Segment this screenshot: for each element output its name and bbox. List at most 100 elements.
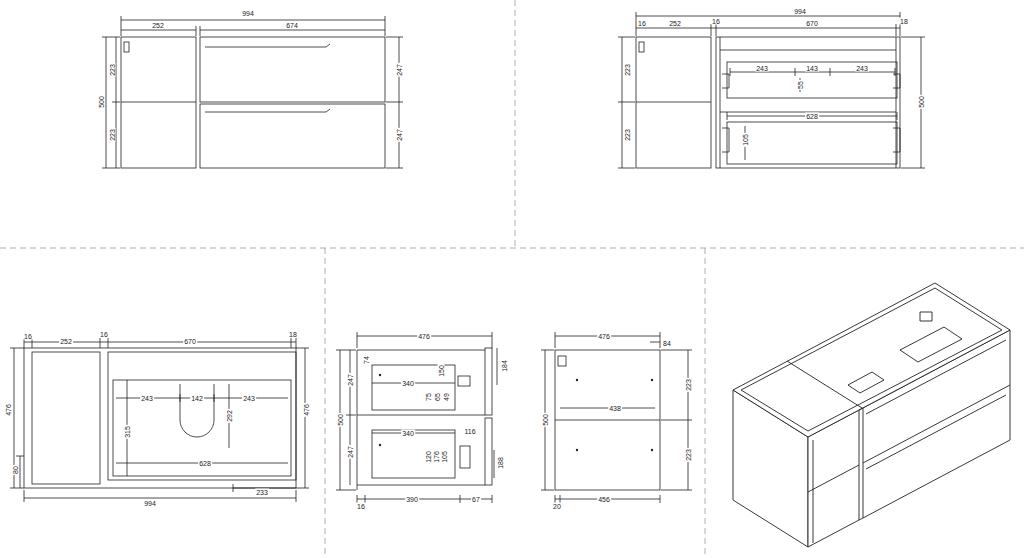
shelf-unit [121,37,196,168]
dimension-value: 628 [198,460,212,467]
hole [379,374,381,376]
hole [651,449,653,451]
basin-cutout [900,327,962,362]
carcass [108,352,296,480]
separator-line [705,248,706,558]
dimension-value: 184 [501,359,508,373]
dimension-value: 74 [363,355,370,365]
dimension-value: 223 [109,128,116,142]
dimension-line [116,380,288,476]
dimension-value: 628 [805,113,819,120]
dimension-value: 16 [637,20,647,27]
dimension-value: 674 [285,22,299,29]
dimension-value: 476 [303,403,310,417]
dimension-line [727,112,897,160]
dimension-value: 16 [711,18,721,25]
handle-groove [205,44,330,112]
dimension-value: 223 [685,378,692,392]
basin-cutout [848,372,884,393]
dimension-value: 143 [805,65,819,72]
dimension-value: 233 [255,489,269,496]
dimension-value: 18 [899,18,909,25]
dimension-value: 243 [755,65,769,72]
dimension-value: 20 [552,503,562,510]
dimension-value: 55 [797,80,804,90]
separator-line [515,0,516,248]
dimension-value: 223 [624,128,631,142]
fitting [460,446,470,468]
dimension-value: 116 [463,428,476,435]
shelf-line [555,420,660,421]
shelf-unit [32,352,100,484]
dimension-value: 670 [183,338,197,345]
carcass-panel [720,37,896,168]
dimension-line [357,495,492,503]
drawer-front [485,348,492,415]
dimension-value: 994 [793,8,807,15]
carcass [716,37,900,168]
handle [124,42,129,52]
dimension-value: 500 [98,95,105,109]
dimension-value: 252 [59,338,73,345]
drawer-box [372,430,455,478]
dimension-line [24,484,296,502]
dimension-value: 223 [624,63,631,77]
dimension-value: 105 [441,450,448,464]
dimension-line [541,350,692,490]
hole [576,449,578,451]
dimension-value: 247 [396,63,403,77]
dimension-value: 456 [597,496,611,503]
dimension-value: 120 [425,450,432,464]
drawer-front [485,418,492,485]
dimension-value: 340 [401,430,415,437]
dimension-value: 223 [109,63,116,77]
dimension-value: 67 [471,496,481,503]
hole [576,379,578,381]
dimension-value: 390 [405,496,419,503]
dimension-line [555,408,660,503]
back-panel [555,350,660,490]
dimension-value: 18 [288,331,298,338]
dimension-value: 16 [356,503,366,510]
separator-line [0,248,1024,249]
side-section [336,332,497,503]
shelf-line [121,102,196,103]
dimension-line [372,348,497,478]
separator-line [325,248,326,558]
panel-edge [787,340,1010,543]
dimension-value: 80 [12,465,19,475]
shelf-unit [636,37,711,168]
screw-holes [379,374,653,451]
dimension-value: 247 [396,128,403,142]
dimension-value: 670 [805,20,819,27]
drawer-box [372,365,455,410]
dimension-value: 315 [124,425,131,439]
dimension-value: 75 [425,392,432,402]
dimension-value: 252 [668,20,682,27]
wall-bracket [920,312,932,321]
dimension-value: 476 [417,333,431,340]
dimension-value: 994 [143,500,157,507]
dimension-value: 247 [347,445,354,459]
open-front-view [618,12,925,168]
dimension-value: 243 [140,395,154,402]
dimension-value: 176 [433,450,440,464]
dimension-value: 994 [241,10,255,17]
shelf-line [636,102,711,103]
dimension-value: 243 [855,65,869,72]
fitting [458,376,470,386]
drawer-front [200,104,385,168]
dimension-line [121,16,385,36]
dimension-line [386,37,403,168]
dimension-line [24,338,296,348]
dimension-line [730,68,895,92]
drawer-runner [722,74,900,152]
dimension-value: 16 [99,331,109,338]
dimension-value: 500 [918,95,925,109]
dimension-line [336,350,356,490]
dimension-value: 142 [190,395,204,402]
dimension-value: 476 [597,333,611,340]
